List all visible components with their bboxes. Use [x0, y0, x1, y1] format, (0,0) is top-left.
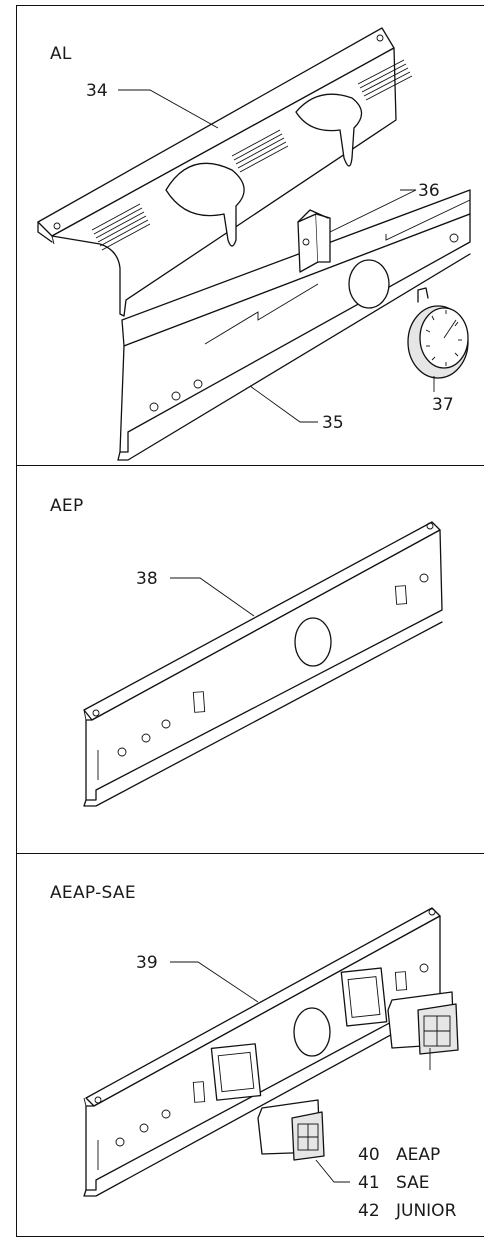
callout-39: 39 [136, 953, 158, 973]
callout-36: 36 [418, 181, 440, 201]
callout-38: 38 [136, 569, 158, 589]
legend-number-41: 41 [358, 1173, 380, 1193]
aeap-sae-rail-part [83, 907, 441, 1197]
leader-line-41 [315, 1159, 350, 1183]
display-module-right [387, 991, 459, 1055]
panel-label-aeap-sae: AEAP-SAE [50, 883, 136, 903]
panel-label-al: AL [50, 44, 72, 64]
cover-part [37, 27, 413, 317]
bracket-part [297, 209, 331, 273]
front-rail-part [117, 189, 471, 461]
pressure-gauge-part [407, 287, 469, 379]
diagram-frame [16, 5, 484, 1237]
panel-divider-1 [16, 465, 484, 466]
leader-lines-al [118, 89, 435, 423]
leader-line-39 [170, 961, 259, 1003]
callout-35: 35 [322, 413, 344, 433]
panel-label-aep: AEP [50, 496, 84, 516]
leader-line-38 [170, 577, 255, 617]
display-module-left [257, 1099, 325, 1161]
aep-rail-part [83, 521, 443, 807]
legend-number-42: 42 [358, 1201, 380, 1221]
legend-text-40: AEAP [396, 1145, 440, 1165]
legend-text-42: JUNIOR [395, 1201, 457, 1221]
panel-divider-2 [16, 853, 484, 854]
callout-34: 34 [86, 81, 108, 101]
legend-text-41: SAE [396, 1173, 429, 1193]
callout-37: 37 [432, 395, 454, 415]
legend-number-40: 40 [358, 1145, 380, 1165]
